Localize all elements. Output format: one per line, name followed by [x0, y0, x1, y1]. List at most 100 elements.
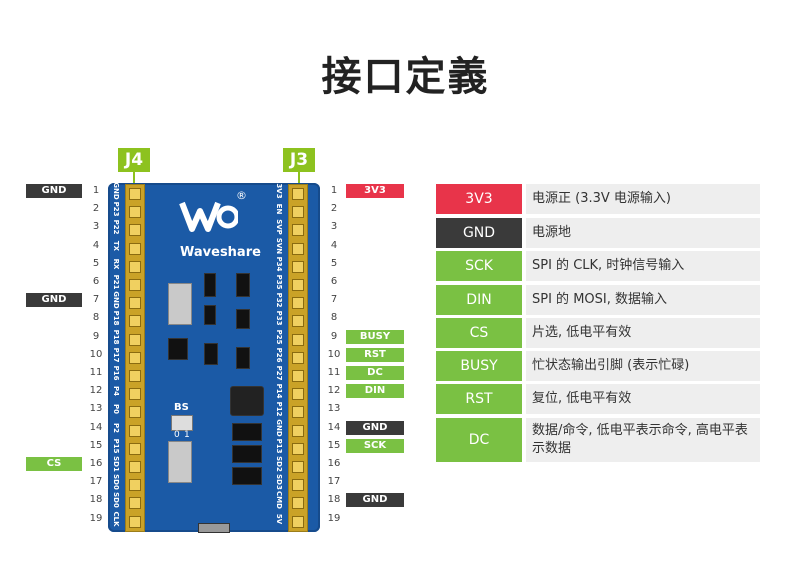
- header-pin: [292, 497, 304, 510]
- legend-pin-name: RST: [436, 384, 522, 414]
- legend-pin-name: DIN: [436, 285, 522, 315]
- waveshare-logo-icon: [179, 201, 238, 232]
- j3-header-label: J3: [283, 148, 315, 172]
- header-pin: [292, 206, 304, 219]
- pin-number: 4: [92, 239, 100, 251]
- pin-number: 16: [327, 458, 341, 469]
- pin-number: 11: [89, 367, 103, 378]
- bs-0-label: 0: [174, 430, 180, 440]
- j4-header-line: [133, 172, 135, 186]
- header-pin: [129, 442, 141, 455]
- pin-function-label: 3V3: [346, 184, 404, 198]
- header-pin: [292, 388, 304, 401]
- silkscreen-label: 5V: [275, 513, 283, 524]
- logo-registered-mark: ®: [236, 189, 247, 202]
- header-pin: [129, 297, 141, 310]
- silkscreen-label: CLK: [112, 511, 120, 527]
- header-pin: [292, 242, 304, 255]
- header-pin: [129, 388, 141, 401]
- pin-number: 5: [330, 257, 338, 269]
- header-pin: [129, 242, 141, 255]
- pin-number: 3: [330, 221, 338, 233]
- j4-pin-header: [125, 184, 145, 532]
- logo-text: Waveshare: [180, 245, 261, 260]
- legend-pin-name: 3V3: [436, 184, 522, 214]
- pin-number: 12: [89, 385, 103, 397]
- pin-number: 19: [327, 512, 341, 524]
- legend-pin-description: SPI 的 MOSI, 数据输入: [526, 285, 760, 315]
- pin-number: 8: [330, 312, 338, 324]
- pin-number: 15: [327, 439, 341, 451]
- header-pin: [292, 188, 304, 200]
- header-pin: [292, 424, 304, 437]
- page-title: 接口定義: [321, 54, 490, 100]
- bs-label: BS: [174, 402, 189, 413]
- header-pin: [129, 370, 141, 382]
- pin-function-label: DIN: [346, 384, 404, 399]
- legend-pin-description: 数据/命令, 低电平表示命令, 高电平表示数据: [526, 418, 760, 462]
- j3-pin-header: [288, 184, 308, 532]
- header-pin: [292, 515, 304, 528]
- pin-number: 7: [330, 294, 338, 306]
- pin-number: 7: [92, 294, 100, 306]
- legend-pin-description: 忙状态输出引脚 (表示忙碌): [526, 351, 760, 381]
- pin-number: 13: [89, 403, 103, 415]
- header-pin: [292, 370, 304, 382]
- j4-header-label: J4: [118, 148, 150, 172]
- legend-pin-name: SCK: [436, 251, 522, 281]
- ic-chip: [236, 273, 250, 297]
- pin-number: 9: [92, 330, 100, 342]
- header-pin: [129, 315, 141, 328]
- ic-chip: [232, 423, 262, 441]
- pin-number: 17: [89, 476, 103, 488]
- header-pin: [129, 406, 141, 419]
- ic-chip: [232, 445, 262, 463]
- bs-1-label: 1: [184, 430, 190, 440]
- pin-number: 2: [92, 203, 100, 215]
- pin-number: 2: [330, 203, 338, 215]
- header-pin: [292, 315, 304, 328]
- ic-chip: [204, 273, 216, 297]
- header-pin: [129, 206, 141, 219]
- header-pin: [292, 406, 304, 419]
- header-pin: [129, 279, 141, 291]
- resistor-array: [168, 441, 192, 483]
- header-pin: [129, 224, 141, 237]
- header-pin: [129, 188, 141, 200]
- pin-number: 4: [330, 239, 338, 251]
- legend-pin-description: 片选, 低电平有效: [526, 318, 760, 348]
- pin-number: 1: [92, 185, 100, 196]
- pin-number: 8: [92, 312, 100, 324]
- header-pin: [129, 479, 141, 492]
- pcb-board: ® Waveshare BS 0 1: [108, 183, 320, 533]
- pin-number: 17: [327, 476, 341, 488]
- pin-function-label: RST: [346, 347, 404, 362]
- header-pin: [292, 333, 304, 346]
- ic-chip: [204, 305, 216, 325]
- pin-number: 3: [92, 221, 100, 233]
- pin-number: 10: [327, 348, 341, 360]
- pin-number: 19: [89, 512, 103, 524]
- pin-function-label: GND: [346, 493, 404, 508]
- ic-chip: [204, 343, 218, 365]
- ic-chip: [236, 309, 250, 329]
- pin-number: 1: [330, 185, 338, 196]
- inductor: [230, 386, 264, 416]
- pin-number: 18: [89, 494, 103, 506]
- pin-number: 14: [327, 421, 341, 433]
- pin-number: 15: [89, 439, 103, 451]
- legend-pin-name: DC: [436, 418, 522, 462]
- header-pin: [292, 297, 304, 310]
- pin-number: 13: [327, 403, 341, 415]
- pin-number: 5: [92, 257, 100, 269]
- header-pin: [292, 224, 304, 237]
- pin-number: 9: [330, 330, 338, 342]
- resistor-array: [168, 283, 192, 325]
- pin-function-label: DC: [346, 366, 404, 380]
- pin-number: 11: [327, 367, 341, 378]
- pin-number: 6: [92, 276, 100, 287]
- pin-function-label: GND: [26, 293, 82, 308]
- pin-function-label: SCK: [346, 438, 404, 453]
- bs-switch: [171, 415, 193, 431]
- usb-connector: [198, 523, 230, 533]
